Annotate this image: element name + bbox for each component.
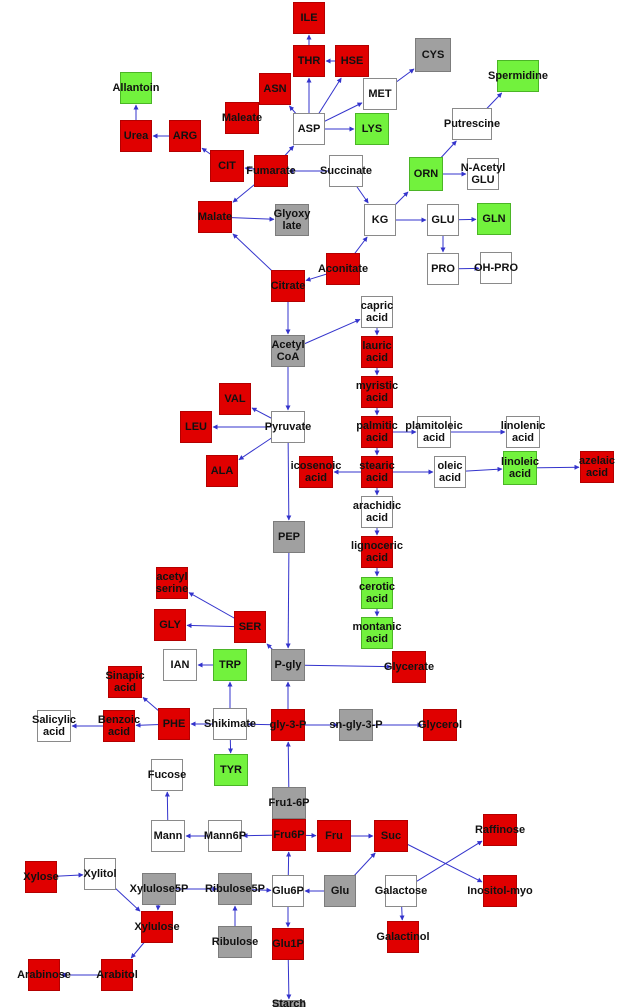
node-val [219,383,251,415]
node-putrescine [452,108,492,140]
node-sinapic [108,666,142,698]
edge-pep-to-pgly [285,536,291,649]
node-tyr [214,754,248,786]
node-linolenic [506,416,540,448]
node-capric [361,296,393,328]
node-cerotic [361,577,393,609]
node-pyruvate [271,411,305,443]
node-gly [154,609,186,641]
node-oleic [434,456,466,488]
node-ala [206,455,238,487]
node-azelaic [580,451,614,483]
node-allantoin [120,72,152,104]
node-xylulose [141,911,173,943]
node-orn [409,157,443,191]
node-citrate [271,270,305,302]
node-fumarate [254,155,288,187]
node-sngly3p [339,709,373,741]
node-myristic [361,376,393,408]
node-fru6p [272,819,306,851]
node-lauric [361,336,393,368]
node-acetylcoa [271,335,305,367]
node-pro [427,253,459,285]
node-palmitic [361,416,393,448]
node-urea [120,120,152,152]
node-trp [213,649,247,681]
node-stearic [361,456,393,488]
node-ian [163,649,197,681]
node-xylose [25,861,57,893]
node-kg [364,204,396,236]
node-icosenoic [299,456,333,488]
node-mann6p [208,820,242,852]
edge-pgly-to-glycerate [287,664,392,670]
node-glycerol [423,709,457,741]
node-thr [293,45,325,77]
node-glu6p [272,875,304,907]
node-fru [317,820,351,852]
node-ile [293,2,325,34]
node-arachidic [361,496,393,528]
node-maleate [225,102,259,134]
node-benzoic [103,710,135,742]
node-lignoceric [361,536,393,568]
node-shikimate [213,708,247,740]
node-salicylic [37,710,71,742]
node-hse [335,45,369,77]
node-glyoxylate [275,204,309,236]
node-glycerate [392,651,426,683]
node-asp [293,113,325,145]
node-spermidine [497,60,539,92]
node-lys [355,113,389,145]
node-ohpro [480,252,512,284]
node-arg [169,120,201,152]
node-inositol [483,875,517,907]
node-nacetylglu [467,158,499,190]
node-suc [374,820,408,852]
node-galactinol [387,921,419,953]
node-mann [151,820,185,852]
node-acetylserine [156,567,188,599]
node-aconitate [326,253,360,285]
node-xylulose5p [142,873,176,905]
node-raffinose [483,814,517,846]
node-malate [198,201,232,233]
node-phe [158,708,190,740]
node-gly3p [271,709,305,741]
node-cit [210,150,244,182]
node-glu1p [272,928,304,960]
node-glucose [324,875,356,907]
node-galactose [385,875,417,907]
node-ser [234,611,266,643]
node-montanic [361,617,393,649]
node-succinate [329,155,363,187]
node-asn [259,73,291,105]
node-fucose [151,759,183,791]
node-ribulose5p [218,873,252,905]
node-fructose16p [272,787,306,819]
node-pgly [271,649,305,681]
node-starch [273,1000,305,1007]
node-pep [273,521,305,553]
node-palmitoleic [417,416,451,448]
node-arabinose [28,959,60,991]
node-leu [180,411,212,443]
node-met [363,78,397,110]
node-cys [415,38,451,72]
node-gln [477,203,511,235]
node-linoleic [503,451,537,485]
node-glu [427,204,459,236]
node-ribulose [218,926,252,958]
node-xylitol [84,858,116,890]
node-arabitol [101,959,133,991]
